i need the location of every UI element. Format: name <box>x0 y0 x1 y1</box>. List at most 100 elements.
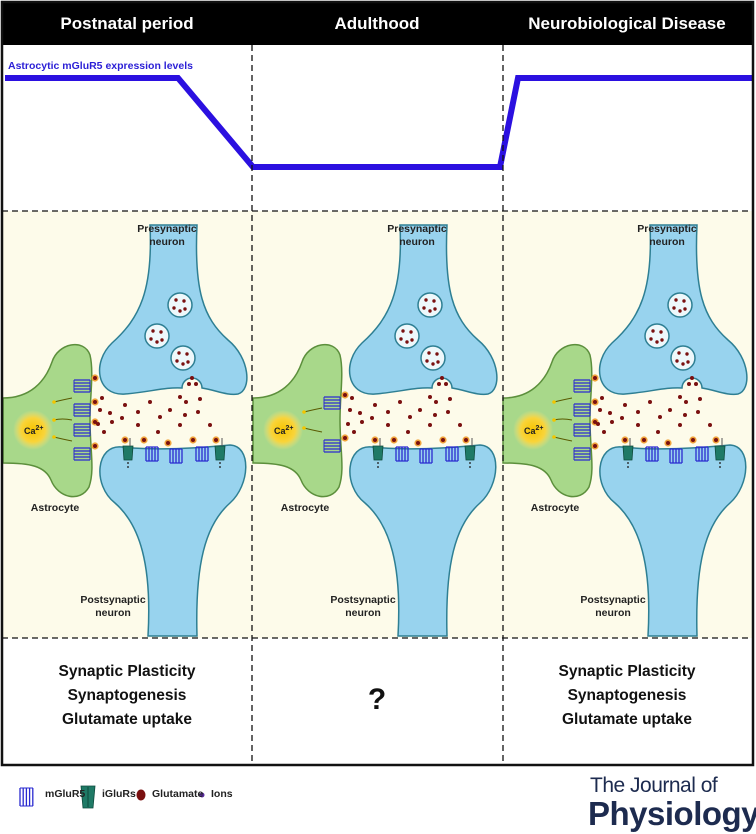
glutamate <box>708 423 712 427</box>
mglur5-receptor <box>419 448 433 464</box>
glutamate <box>160 338 164 342</box>
ion <box>552 435 556 439</box>
header-postnatal: Postnatal period <box>60 13 194 33</box>
glutamate <box>182 299 186 303</box>
glutamate <box>686 360 690 364</box>
mglur5-receptor <box>669 448 683 464</box>
glutamate <box>683 413 687 417</box>
presynaptic-label: neuron <box>649 236 685 248</box>
glutamate <box>441 438 445 442</box>
glutamate <box>98 408 102 412</box>
glutamate <box>386 410 390 414</box>
calcium-charge: 2+ <box>536 425 544 432</box>
glutamate <box>431 362 435 366</box>
glutamate <box>155 340 159 344</box>
glutamate <box>620 416 624 420</box>
glutamate <box>600 396 604 400</box>
glutamate <box>409 330 413 334</box>
legend-iglur-label: iGluRs <box>102 788 136 800</box>
glutamate <box>177 351 181 355</box>
glutamate <box>408 415 412 419</box>
mglur5-icon-loops <box>20 787 33 807</box>
legend-glutamate-label: Glutamate <box>152 788 204 800</box>
glutamate <box>352 430 356 434</box>
glutamate <box>610 420 614 424</box>
glutamate <box>448 397 452 401</box>
glutamate <box>123 438 127 442</box>
mglur5-receptor-loop <box>73 380 91 392</box>
glutamate <box>437 382 441 386</box>
outcome: Synaptogenesis <box>567 687 687 704</box>
glutamate <box>136 410 140 414</box>
glutamate <box>178 309 182 313</box>
postsynaptic-neuron <box>349 444 497 637</box>
glutamate <box>608 411 612 415</box>
mglur5-receptor <box>145 446 159 462</box>
glutamate <box>178 395 182 399</box>
glutamate <box>108 411 112 415</box>
mglur5-receptor <box>574 379 590 393</box>
glutamate <box>360 420 364 424</box>
synaptic-vesicle <box>170 345 196 371</box>
glutamate <box>651 329 655 333</box>
synaptic-vesicle <box>144 323 170 349</box>
glutamate <box>598 408 602 412</box>
glutamate <box>666 441 670 445</box>
mglur5-receptor <box>74 403 90 417</box>
glutamate <box>427 351 431 355</box>
glutamate <box>696 410 700 414</box>
glutamate <box>458 423 462 427</box>
glutamate <box>398 400 402 404</box>
mglur5-receptor <box>324 439 340 453</box>
glutamate <box>410 338 414 342</box>
mglur5-receptor-loop <box>573 404 591 416</box>
outcome: Synaptic Plasticity <box>558 663 696 680</box>
calcium-signal <box>13 410 53 450</box>
glutamate <box>678 395 682 399</box>
glutamate <box>674 298 678 302</box>
glutamate <box>428 309 432 313</box>
glutamate <box>714 438 718 442</box>
glutamate <box>678 309 682 313</box>
glutamate <box>198 397 202 401</box>
synaptic-vesicle <box>394 323 420 349</box>
postsynaptic-label: neuron <box>95 607 131 619</box>
glutamate <box>678 423 682 427</box>
glutamate <box>432 299 436 303</box>
journal-logo-line2: Physiology <box>588 795 756 832</box>
glutamate <box>433 413 437 417</box>
presynaptic-label: neuron <box>149 236 185 248</box>
presynaptic-label: neuron <box>399 236 435 248</box>
presynaptic-label: Presynaptic <box>637 223 697 235</box>
glutamate <box>436 360 440 364</box>
glutamate <box>186 360 190 364</box>
glutamate <box>422 306 426 310</box>
glutamate <box>672 306 676 310</box>
glutamate <box>416 441 420 445</box>
glutamate <box>428 423 432 427</box>
glutamate <box>350 396 354 400</box>
glutamate <box>464 438 468 442</box>
glutamate <box>120 416 124 420</box>
postsynaptic-neuron <box>599 444 747 637</box>
mglur5-receptor <box>445 446 459 462</box>
glutamate <box>694 382 698 386</box>
legend-ions-label: Ions <box>211 788 233 800</box>
glutamate <box>433 307 437 311</box>
mglur5-receptor <box>645 446 659 462</box>
glutamate <box>428 395 432 399</box>
glutamate <box>190 376 194 380</box>
glutamate <box>406 430 410 434</box>
mglur5-receptor-loop <box>323 397 341 409</box>
glutamate <box>691 438 695 442</box>
mglur5-receptor-loop <box>323 440 341 452</box>
synaptic-vesicle <box>417 292 443 318</box>
glutamate <box>343 436 347 440</box>
glutamate <box>593 420 597 424</box>
mglur5-receptor <box>324 396 340 410</box>
glutamate <box>444 382 448 386</box>
glutamate <box>648 400 652 404</box>
synapse-panel-background <box>2 211 753 638</box>
calcium-signal <box>513 410 553 450</box>
